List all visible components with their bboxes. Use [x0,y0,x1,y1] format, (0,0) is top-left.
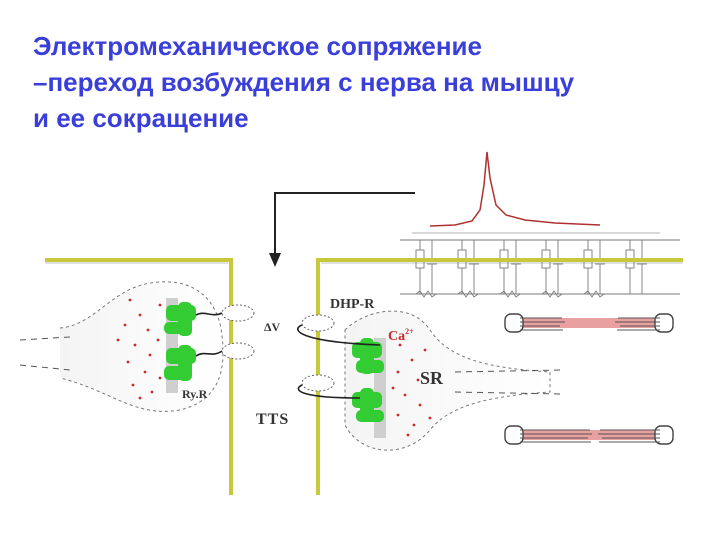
dhp-receptor-right-bottom [301,374,335,392]
circuit-unit [499,240,521,294]
ryanodine-receptor-left-bottom [164,345,196,381]
left-axon-dash [19,336,71,341]
coupling-wire [195,350,223,357]
title-line-1: Электромеханическое сопряжение [33,31,482,61]
title-line-2: –переход возбуждения с нерва на мышцу [33,67,575,97]
right-sr-terminal [344,310,551,451]
sarcomere-bottom [504,425,674,445]
stimulus-arrow-head [269,253,281,267]
circuit-unit [583,240,605,294]
slide-title: Электромеханическое сопряжение –переход … [33,28,713,136]
circuit-unit [541,240,563,294]
dhp-receptor-left-bottom [221,342,255,360]
title-line-3: и ее сокращение [33,103,249,133]
membrane-left [45,258,233,495]
ryanodine-receptor-right-top [352,338,384,374]
circuit-unit [457,240,479,294]
equivalent-circuit [400,239,680,298]
stimulus-arrow-line [274,192,415,255]
circuit-unit [625,240,647,294]
coupling-wire [297,324,381,346]
label-dhpr: DHP-R [330,297,375,312]
dhp-receptor-left-top [221,304,255,322]
label-ryr: Ry.R [182,387,208,401]
label-sr: SR [420,368,444,388]
coupling-wire [195,312,223,316]
action-potential-spike [429,151,601,227]
circuit-unit [415,240,437,294]
ryanodine-receptor-left-top [164,302,196,336]
ryanodine-receptor-right-bottom [352,388,384,422]
dhp-receptor-right-top [301,314,335,332]
label-ca: Ca2+ [388,327,414,344]
membrane-right [316,258,683,495]
calcium-particles [116,298,432,437]
left-axon-dash [19,364,71,371]
coupling-wire [297,384,361,399]
label-tts: TTS [256,411,289,428]
label-delta-v: ΔV [264,320,281,334]
sarcomere-top [504,313,674,333]
